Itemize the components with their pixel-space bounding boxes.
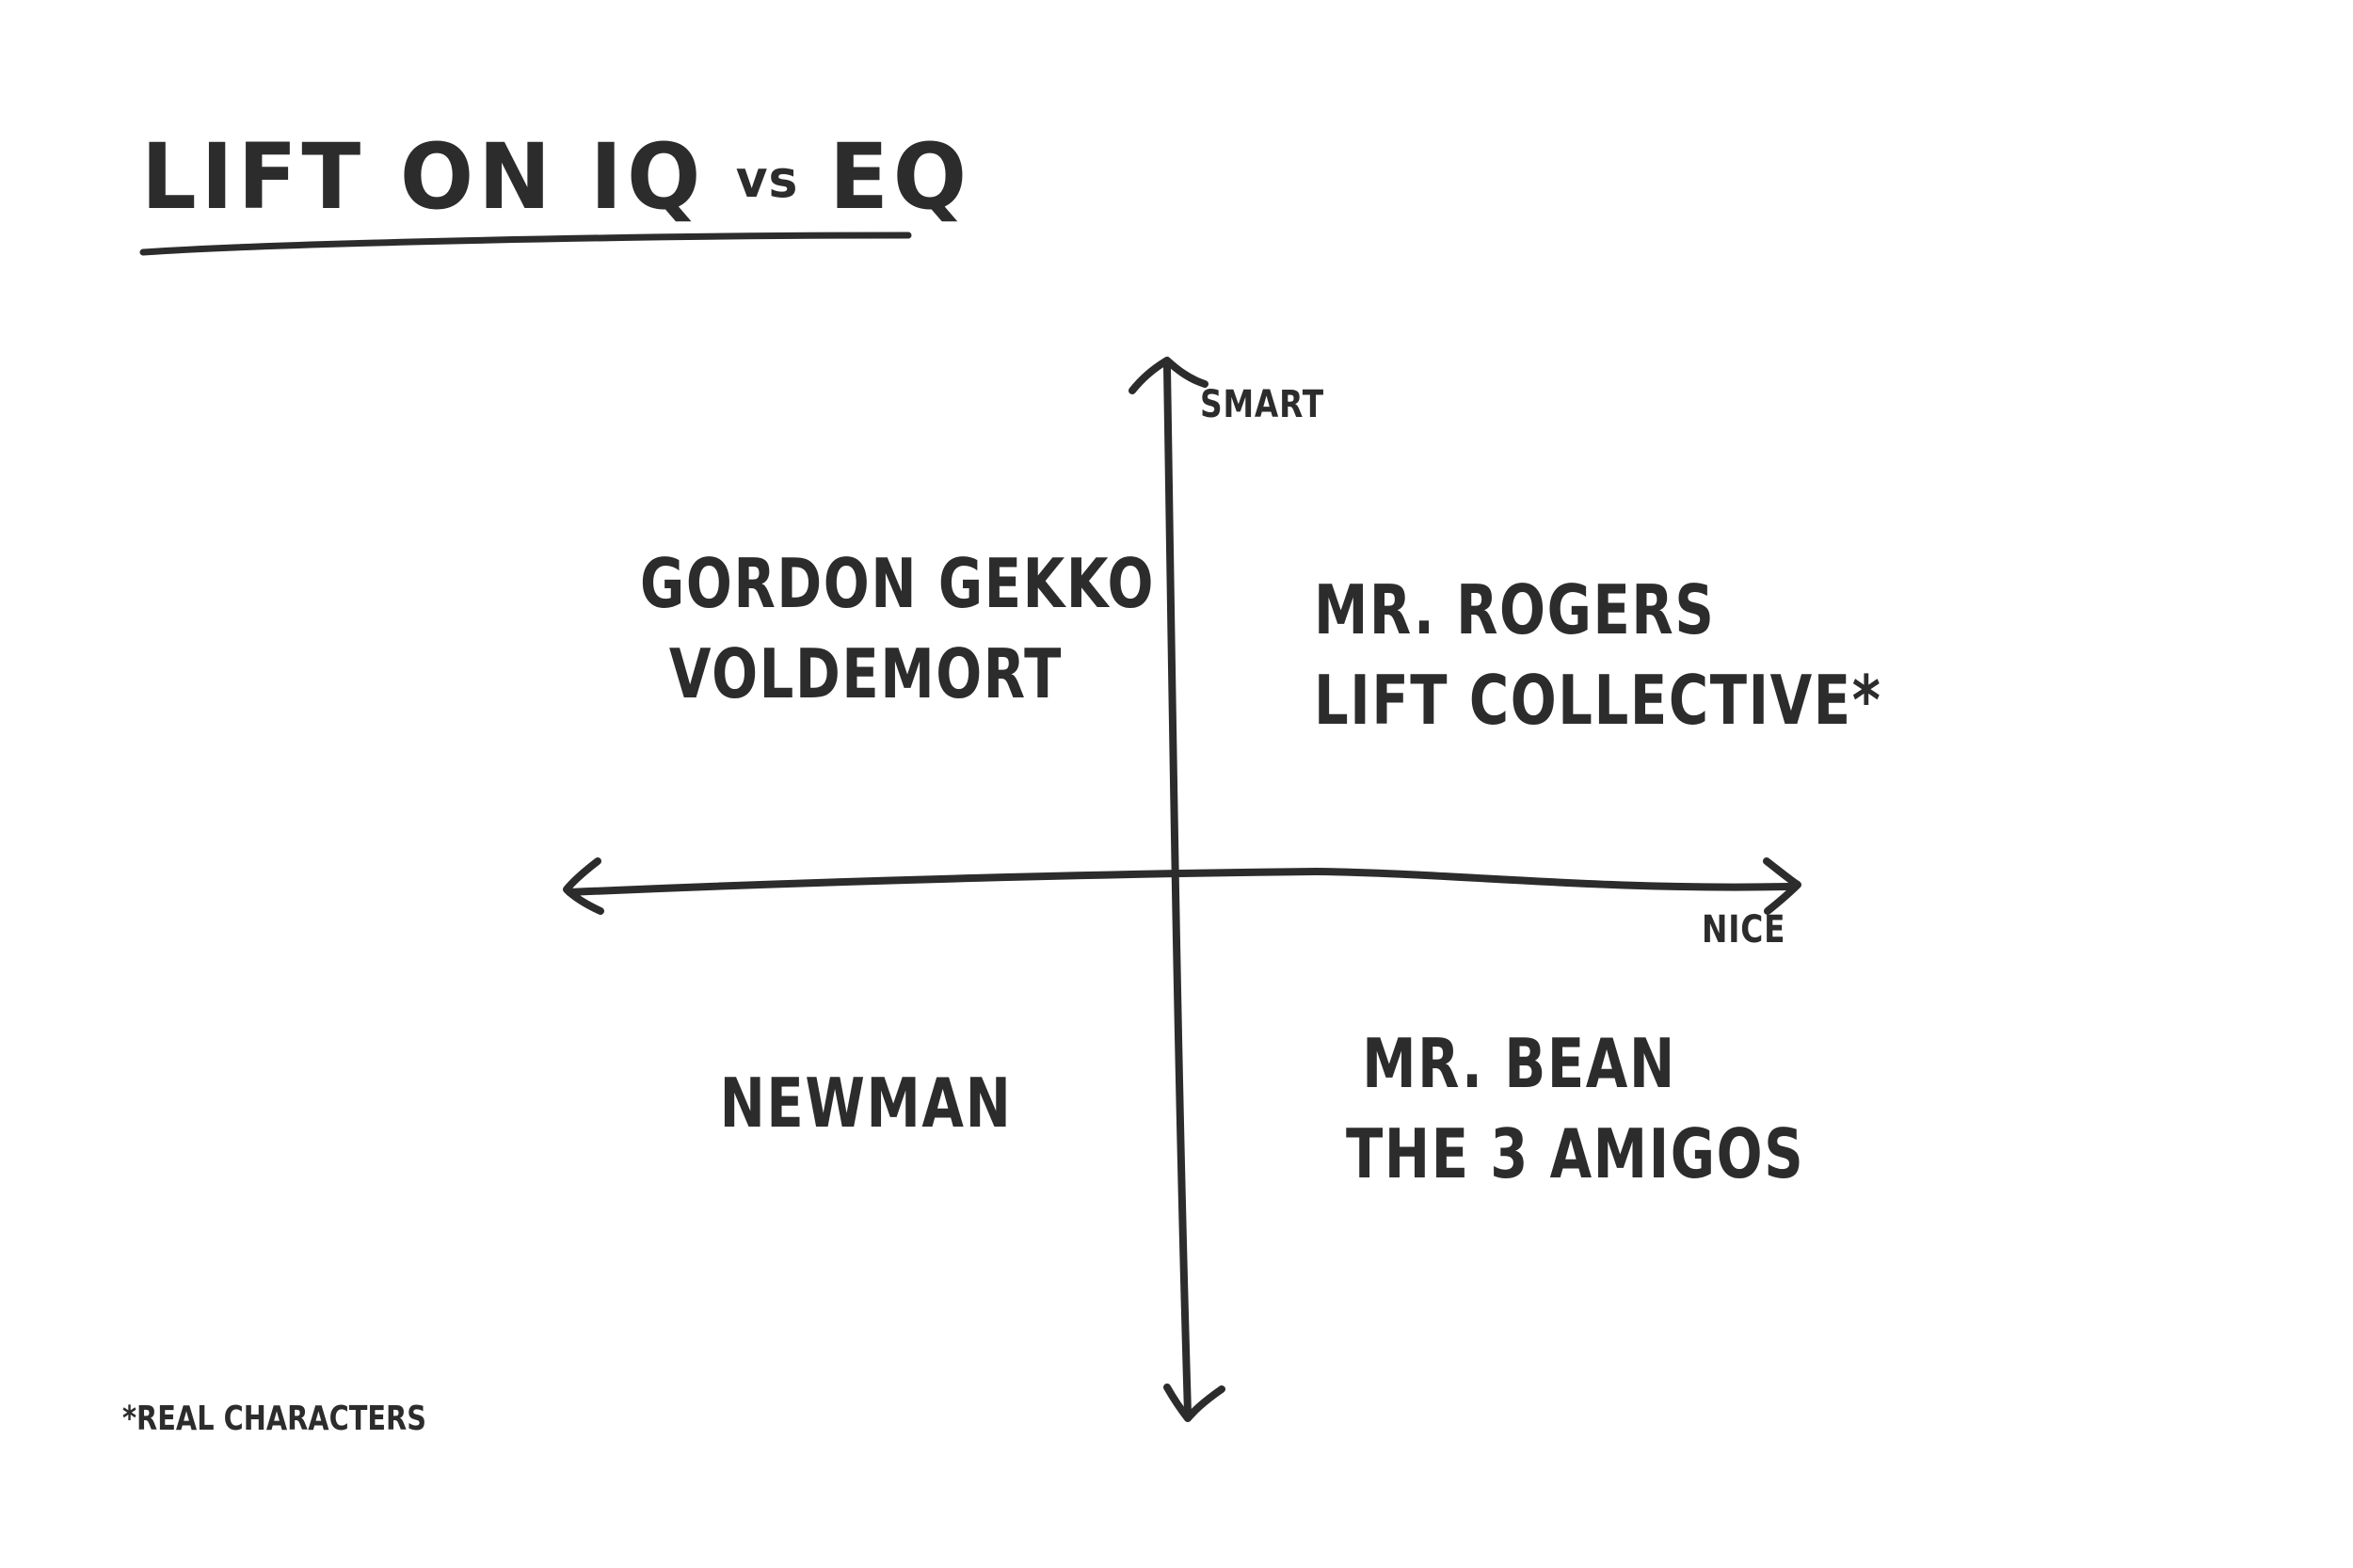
x-axis-arrowhead-left (563, 857, 604, 915)
y-axis-label: SMART (1200, 383, 1324, 426)
y-axis-line (1163, 363, 1192, 1417)
quadrant-bottom-left: NEWMAN (715, 1058, 1016, 1148)
quadrant-item: THE 3 AMIGOS (1346, 1114, 1805, 1193)
title-part-1: LIFT ON IQ (141, 124, 706, 230)
quadrant-top-left: GORDON GEKKO VOLDEMORT (640, 538, 1156, 719)
x-axis-arrowhead-right (1763, 857, 1801, 915)
y-axis-arrowhead-bottom (1163, 1384, 1225, 1422)
quadrant-bottom-right: MR. BEAN THE 3 AMIGOS (1346, 1018, 1805, 1199)
title-part-2: EQ (828, 124, 971, 230)
quadrant-item: MR. ROGERS (1314, 570, 1716, 649)
quadrant-item: VOLDEMORT (668, 634, 1064, 713)
title-underline (139, 232, 912, 256)
x-axis-line (566, 867, 1792, 896)
footnote: *REAL CHARACTERS (122, 1400, 426, 1438)
y-axis-arrowhead-top (1128, 357, 1209, 394)
quadrant-item: NEWMAN (719, 1064, 1013, 1143)
title-vs: vs (735, 150, 799, 209)
quadrant-item: LIFT COLLECTIVE* (1314, 661, 1882, 740)
quadrant-item: GORDON GEKKO (640, 544, 1156, 623)
quadrant-item: MR. BEAN (1362, 1024, 1676, 1103)
x-axis-label: NICE (1702, 908, 1786, 952)
quadrant-top-right: MR. ROGERS LIFT COLLECTIVE* (1314, 565, 1882, 745)
